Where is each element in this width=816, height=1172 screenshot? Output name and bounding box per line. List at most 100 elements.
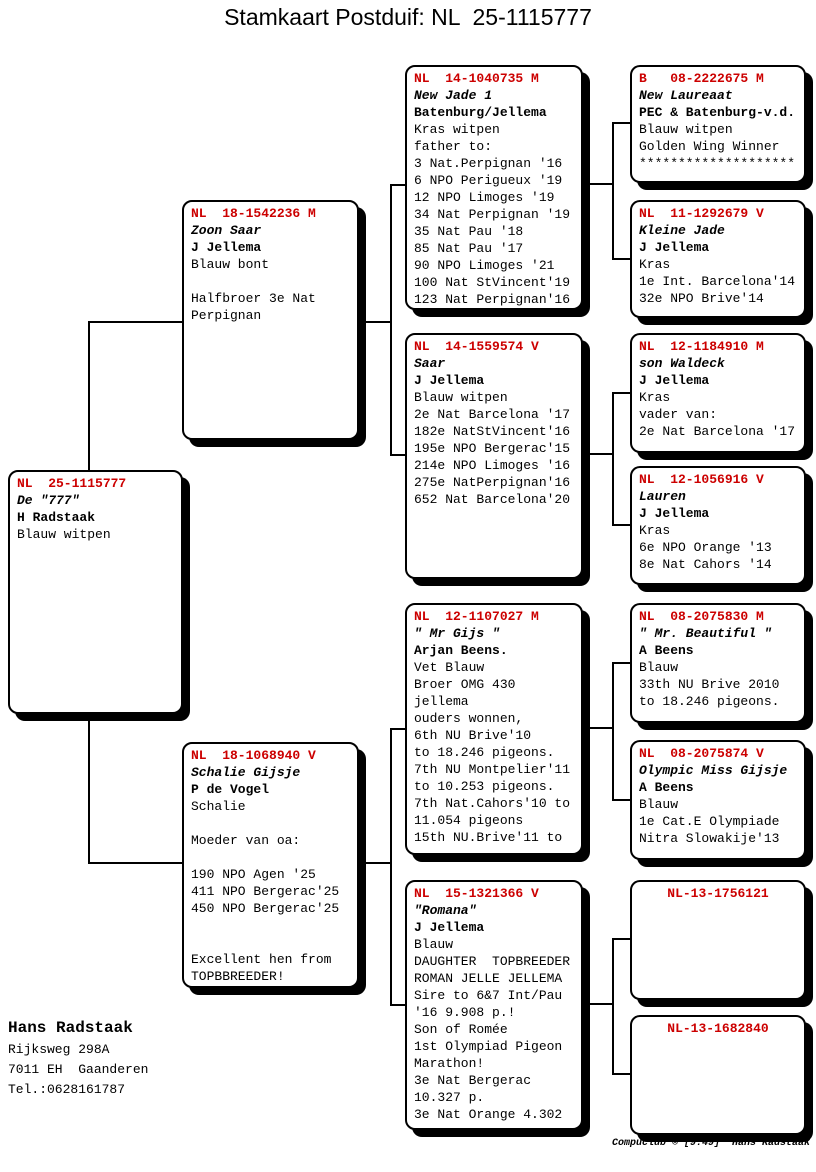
- software-credit: Compuclub © [9.49] Hans Radstaak: [611, 1138, 810, 1149]
- pedigree-line: 652 Nat Barcelona'20: [414, 492, 571, 507]
- pedigree-box-ggparent-7: NL-13-1756121: [630, 880, 806, 1000]
- pedigree-line: 7th Nat.Cahors'10 to: [414, 796, 571, 811]
- pedigree-line: J Jellema: [191, 240, 262, 255]
- connector-line: [390, 728, 405, 730]
- pedigree-line: father to:: [414, 139, 493, 154]
- pedigree-line: 1e Cat.E Olympiade: [639, 814, 780, 829]
- ring-number: NL 11-1292679 V: [639, 206, 764, 221]
- pedigree-line: Lauren: [639, 489, 686, 504]
- ring-number: NL 14-1040735 M: [414, 71, 539, 86]
- pedigree-line: vader van:: [639, 407, 718, 422]
- ring-number: NL 12-1107027 M: [414, 609, 539, 624]
- pedigree-line: 33th NU Brive 2010: [639, 677, 780, 692]
- pedigree-line: to 18.246 pigeons.: [639, 694, 780, 709]
- pedigree-line: J Jellema: [639, 506, 710, 521]
- pedigree-line: 182e NatStVincent'16: [414, 424, 571, 439]
- pedigree-line: Zoon Saar: [191, 223, 262, 238]
- pedigree-line: Kras: [639, 390, 671, 405]
- pedigree-box-ggparent-8: NL-13-1682840: [630, 1015, 806, 1135]
- ring-number: NL 12-1184910 M: [639, 339, 764, 354]
- pedigree-line: Vet Blauw: [414, 660, 485, 675]
- pedigree-line: PEC & Batenburg-v.d.: [639, 105, 796, 120]
- connector-line: [612, 938, 614, 1075]
- pedigree-line: H Radstaak: [17, 510, 96, 525]
- owner-address-line: 7011 EH Gaanderen: [8, 1062, 149, 1077]
- pedigree-line: Olympic Miss Gijsje: [639, 763, 788, 778]
- ring-number: NL 18-1068940 V: [191, 748, 316, 763]
- pedigree-line: 411 NPO Bergerac'25: [191, 884, 340, 899]
- connector-line: [612, 122, 630, 124]
- pedigree-line: [191, 849, 350, 866]
- pedigree-line: 450 NPO Bergerac'25: [191, 901, 340, 916]
- pedigree-line: Son of Romée: [414, 1022, 508, 1037]
- ring-number: NL 18-1542236 M: [191, 206, 316, 221]
- pedigree-line: 90 NPO Limoges '21: [414, 258, 555, 273]
- pedigree-line: Saar: [414, 356, 446, 371]
- pedigree-line: TOPBBREEDER!: [191, 969, 285, 984]
- pedigree-line: 1st Olympiad Pigeon: [414, 1039, 563, 1054]
- connector-line: [612, 662, 630, 664]
- owner-phone: Tel.:0628161787: [8, 1082, 126, 1097]
- pedigree-line: A Beens: [639, 780, 694, 795]
- pedigree-line: 10.327 p.: [414, 1090, 485, 1105]
- pedigree-line: J Jellema: [639, 240, 710, 255]
- pedigree-line: Kleine Jade: [639, 223, 725, 238]
- connector-line: [612, 524, 630, 526]
- pedigree-line: 12 NPO Limoges '19: [414, 190, 555, 205]
- connector-line: [583, 727, 612, 729]
- pedigree-line: 123 Nat Perpignan'16: [414, 292, 571, 307]
- pedigree-line: to 10.253 pigeons.: [414, 779, 555, 794]
- pedigree-line: DAUGHTER TOPBREEDER: [414, 954, 571, 969]
- pedigree-line: 2e Nat Barcelona '17: [414, 407, 571, 422]
- pedigree-line: Golden Wing Winner: [639, 139, 780, 154]
- pedigree-line: son Waldeck: [639, 356, 725, 371]
- pedigree-line: [191, 917, 350, 934]
- pedigree-line: Kras: [639, 523, 671, 538]
- pedigree-line: Schalie: [191, 799, 246, 814]
- connector-line: [583, 1003, 612, 1005]
- pedigree-line: Kras witpen: [414, 122, 500, 137]
- pedigree-line: Blauw bont: [191, 257, 270, 272]
- pedigree-line: 15th NU.Brive'11 to: [414, 830, 563, 845]
- ring-number: NL 12-1056916 V: [639, 472, 764, 487]
- pedigree-line: Blauw: [414, 937, 454, 952]
- connector-line: [390, 184, 405, 186]
- pedigree-line: jellema: [414, 694, 469, 709]
- connector-line: [612, 258, 630, 260]
- pedigree-line: [191, 273, 350, 290]
- pedigree-line: P de Vogel: [191, 782, 270, 797]
- connector-line: [358, 862, 392, 864]
- pedigree-line: 35 Nat Pau '18: [414, 224, 524, 239]
- pedigree-line: Kras: [639, 257, 671, 272]
- pedigree-line: Halfbroer 3e Nat: [191, 291, 316, 306]
- pedigree-line: 7th NU Montpelier'11: [414, 762, 571, 777]
- page-title: Stamkaart Postduif: NL 25-1115777: [224, 4, 592, 30]
- pedigree-box-grandfather-maternal: NL 12-1107027 M " Mr Gijs "Arjan Beens.V…: [405, 603, 583, 855]
- pedigree-line: Blauw witpen: [17, 527, 111, 542]
- pedigree-line: Batenburg/Jellema: [414, 105, 547, 120]
- pedigree-line: 195e NPO Bergerac'15: [414, 441, 571, 456]
- pedigree-line: 275e NatPerpignan'16: [414, 475, 571, 490]
- owner-name: Hans Radstaak: [8, 1019, 133, 1037]
- pedigree-line: Broer OMG 430: [414, 677, 516, 692]
- pedigree-line: '16 9.908 p.!: [414, 1005, 516, 1020]
- connector-line: [612, 392, 630, 394]
- pedigree-line: 3e Nat Orange 4.302: [414, 1107, 563, 1122]
- ring-number: NL-13-1682840: [667, 1021, 769, 1036]
- pedigree-line: Sire to 6&7 Int/Pau: [414, 988, 563, 1003]
- ring-number: NL 08-2075874 V: [639, 746, 764, 761]
